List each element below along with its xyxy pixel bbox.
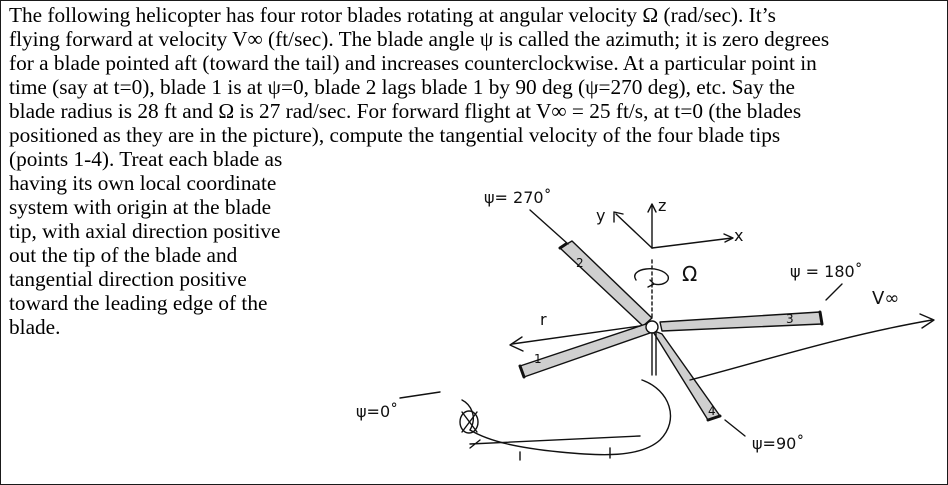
problem-line-8: having its own local coordinate	[9, 171, 277, 195]
problem-line-12: tangential direction positive	[9, 267, 247, 291]
label-blade-2: 2	[576, 256, 584, 270]
blade-2	[559, 240, 653, 327]
label-r: r	[540, 310, 547, 329]
z-axis-arrow	[647, 203, 657, 213]
fuselage	[469, 379, 672, 456]
problem-line-2: flying forward at velocity V∞ (ft/sec). …	[9, 27, 830, 51]
problem-line-1: The following helicopter has four rotor …	[9, 3, 776, 27]
x-axis-arrow	[723, 233, 734, 243]
label-axis-x: x	[734, 226, 744, 245]
label-psi-0: ψ=0˚	[356, 402, 399, 421]
problem-line-9: system with origin at the blade	[9, 195, 272, 219]
r-arrow	[509, 336, 524, 352]
problem-line-3: for a blade pointed aft (toward the tail…	[9, 51, 817, 75]
problem-line-11: out the tip of the blade and	[9, 243, 238, 267]
rotor-hub	[645, 320, 659, 334]
label-psi-270: ψ= 270˚	[484, 188, 552, 207]
label-axis-z: z	[658, 196, 667, 215]
y-axis-arrow	[613, 211, 624, 223]
label-blade-1: 1	[534, 352, 542, 366]
label-omega: Ω	[682, 262, 698, 286]
problem-line-14: blade.	[9, 315, 61, 339]
label-v-inf: V∞	[872, 288, 900, 309]
problem-line-5: blade radius is 28 ft and Ω is 27 rad/se…	[9, 99, 802, 123]
problem-line-7: (points 1-4). Treat each blade as	[9, 147, 283, 171]
problem-line-10: tip, with axial direction positive	[9, 219, 281, 243]
blade-3	[659, 311, 823, 332]
problem-line-6: positioned as they are in the picture), …	[9, 123, 781, 147]
label-axis-y: y	[596, 206, 606, 225]
v-inf-arrow	[689, 319, 933, 381]
label-psi-90: ψ=90˚	[752, 434, 805, 453]
blade-1	[519, 323, 651, 378]
label-psi-180: ψ = 180˚	[790, 262, 863, 281]
label-blade-4: 4	[708, 404, 716, 418]
omega-rotation-arrow	[634, 268, 669, 286]
label-blade-3: 3	[786, 312, 794, 326]
problem-line-4: time (say at t=0), blade 1 is at ψ=0, bl…	[9, 75, 795, 99]
problem-line-13: toward the leading edge of the	[9, 291, 268, 315]
